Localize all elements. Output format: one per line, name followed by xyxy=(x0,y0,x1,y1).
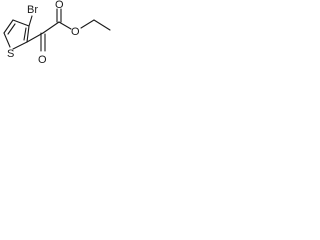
bond-c2-ketone-carbon xyxy=(26,32,44,43)
oxoacetate-chain xyxy=(26,8,111,52)
bond-ester-c-oalkyl xyxy=(58,21,72,30)
bond-c5-s xyxy=(3,32,11,48)
chemical-structure: Br S O O O xyxy=(3,0,111,66)
thiophene-ring xyxy=(3,19,30,50)
bond-c3-br xyxy=(28,15,33,27)
bond-oalkyl-ch2 xyxy=(80,19,95,29)
bond-c2-c3 xyxy=(26,25,30,43)
bond-c2-c3-double xyxy=(23,27,27,41)
bond-ketone-ester-carbon xyxy=(42,21,60,34)
bond-c4-c5 xyxy=(3,19,14,34)
ester-oxygen-label: O xyxy=(71,26,80,38)
carbonyl-oxygen-label: O xyxy=(55,0,64,11)
bond-ch2-ch3 xyxy=(93,19,111,31)
bond-c3-c4 xyxy=(12,19,30,27)
sulfur-label: S xyxy=(7,48,14,60)
bond-s-c2 xyxy=(12,41,28,50)
ketone-oxygen-label: O xyxy=(38,54,47,66)
bond-c4-c5-double xyxy=(7,23,16,35)
bromine-label: Br xyxy=(27,4,38,16)
